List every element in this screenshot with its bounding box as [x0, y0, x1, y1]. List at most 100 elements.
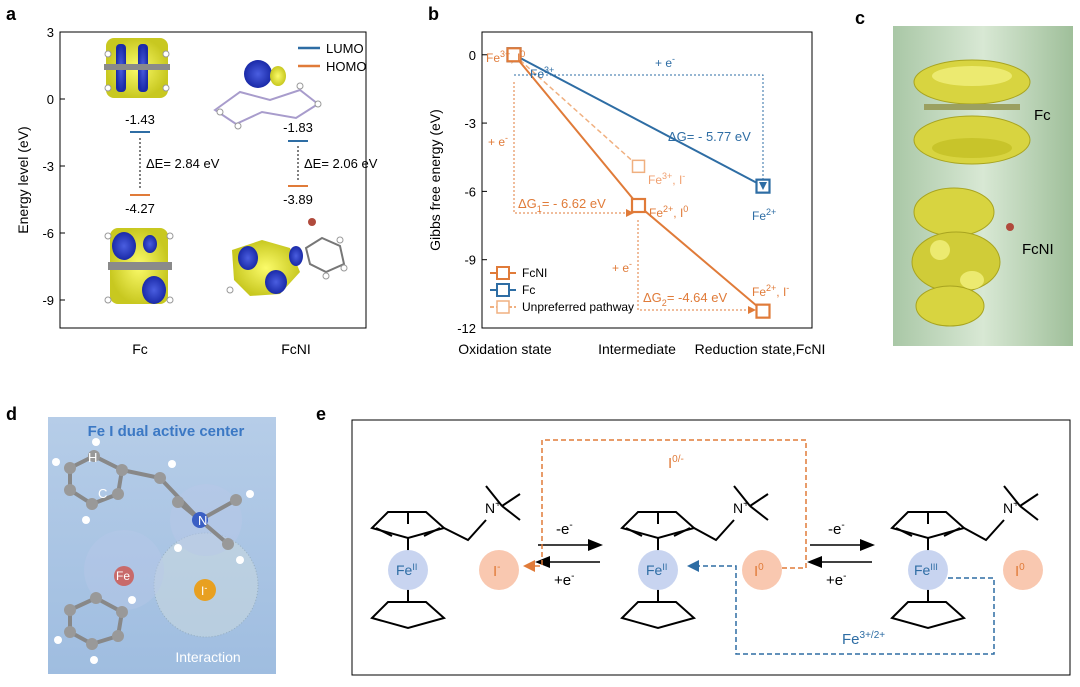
label-plus-e-mid: + e- — [612, 259, 632, 275]
fc-gap-label: ΔE= 2.84 eV — [146, 156, 220, 171]
legend-fc: Fc — [522, 283, 535, 297]
label-intermediate: Fe2+, I0 — [649, 204, 688, 220]
panel-label-d: d — [6, 404, 17, 424]
minus-e-2: -e- — [828, 520, 845, 538]
ferrocene-1 — [370, 485, 521, 630]
label-start-fc: Fe3+ — [530, 65, 554, 81]
legend-lumo-label: LUMO — [326, 41, 364, 56]
series-point-fcni — [630, 197, 647, 214]
series-point-fcni — [755, 303, 771, 319]
series-point-fcni — [506, 47, 522, 63]
series-point-unpreferred-pathway — [631, 159, 646, 174]
iodine-couple-label: I0/- — [668, 454, 684, 472]
atoms — [52, 438, 254, 664]
guide-fc-arrow — [514, 74, 767, 190]
legend-fcni: FcNI — [522, 266, 547, 280]
panel-b-ylabel: Gibbs free energy (eV) — [427, 109, 443, 251]
atom-label-h: H — [88, 450, 97, 465]
panel-label-b: b — [428, 4, 439, 24]
fe-center-1 — [388, 550, 428, 590]
fcni-density-surface — [911, 187, 1014, 327]
label-end: Fe2+, I- — [752, 283, 789, 299]
panel-d-background — [48, 417, 276, 674]
panel-a-yticks: 3 0 -3 -6 -9 — [42, 25, 65, 308]
panel-b-xtick: Reduction state,FcNI — [695, 341, 826, 357]
panel-a-ytick: -3 — [42, 159, 54, 174]
iron-couple-label: Fe3+/2+ — [842, 630, 885, 648]
i0-circle-3 — [1003, 550, 1043, 590]
label-fc-end: Fe2+ — [752, 207, 776, 223]
plus-e-1: +e- — [554, 571, 574, 589]
label-plus-e-top: + e- — [655, 54, 675, 70]
ferrocene-2 — [620, 485, 769, 630]
label-plus-e-left: + e- — [488, 133, 508, 149]
panel-b-xticks: Oxidation state Intermediate Reduction sta… — [458, 341, 825, 357]
iron-couple-path — [687, 560, 995, 655]
panel-b-yticks: 0-3-6-9-12 — [457, 48, 487, 336]
panel-a-ylabel: Energy level (eV) — [15, 126, 31, 233]
label-dg-fc: ΔG= - 5.77 eV — [668, 129, 751, 144]
fe-center-3 — [908, 550, 948, 590]
fe-label-1: FeII — [396, 562, 417, 578]
i0-circle-2 — [742, 550, 782, 590]
panel-label-a: a — [6, 4, 17, 24]
fc-lumo-orbital — [104, 38, 170, 98]
panel-c-fc-label: Fc — [1034, 107, 1051, 124]
fc-homo-value: -4.27 — [125, 201, 155, 216]
panel-a-frame — [59, 31, 367, 329]
fcni-homo-value: -3.89 — [283, 192, 313, 207]
i0-label-2: I0 — [754, 562, 764, 580]
legend-homo-label: HOMO — [326, 59, 366, 74]
i-minus-circle — [479, 550, 519, 590]
atom-label-i: I- — [201, 583, 207, 598]
fe-label-2: FeII — [646, 562, 667, 578]
iodine-couple-path — [523, 439, 807, 572]
label-unpref: Fe3+, I- — [648, 171, 685, 187]
fcni-homo-orbital — [226, 218, 348, 296]
panel-b-ytick: 0 — [469, 48, 476, 63]
panel-b-frame — [481, 31, 813, 329]
label-start-fcni: Fe3+, I0 — [486, 49, 525, 65]
panel-b-ytick: -3 — [464, 116, 476, 131]
guide-fcni-mid — [637, 220, 756, 314]
fc-density-surface — [913, 59, 1031, 165]
panel-a-ytick: -6 — [42, 226, 54, 241]
panel-b-ytick: -6 — [464, 184, 476, 199]
ferrocene-3 — [890, 485, 1039, 630]
guide-fcni-left — [513, 82, 634, 217]
n-label-3: N+ — [1003, 499, 1019, 516]
fc-homo-orbital — [104, 228, 174, 304]
series-line-unpreferred-pathway — [513, 54, 640, 167]
panel-c-fcni-label: FcNI — [1022, 241, 1054, 258]
panel-a-xtick-fc: Fc — [132, 341, 148, 357]
i0-label-3: I0 — [1015, 562, 1025, 580]
fc-lumo-value: -1.43 — [125, 112, 155, 127]
fcni-lumo-orbital — [213, 60, 322, 130]
panel-b-legend: FcNI Fc Unpreferred pathway — [490, 266, 634, 314]
atom-label-c: C — [98, 486, 107, 501]
label-dg2: ΔG2= -4.64 eV — [643, 290, 727, 308]
panel-b-ytick: -12 — [457, 321, 476, 336]
series-line-fc — [513, 53, 764, 188]
panel-label-c: c — [855, 8, 865, 28]
panel-a-ytick: -9 — [42, 293, 54, 308]
minus-e-1: -e- — [556, 520, 573, 538]
atom-label-n: N — [198, 513, 207, 528]
plus-e-2: +e- — [826, 571, 846, 589]
fcni-lumo-value: -1.83 — [283, 120, 313, 135]
panel-b-xtick: Intermediate — [598, 341, 676, 357]
fe-center-2 — [638, 550, 678, 590]
fcni-gap-label: ΔE= 2.06 eV — [304, 156, 378, 171]
panel-e-frame — [351, 419, 1071, 676]
panel-label-e: e — [316, 404, 326, 424]
legend-unpref: Unpreferred pathway — [522, 300, 634, 314]
panel-b-xtick: Oxidation state — [458, 341, 552, 357]
panel-a-ytick: 3 — [47, 25, 54, 40]
panel-a-ytick: 0 — [47, 92, 54, 107]
atom-label-fe: Fe — [116, 569, 130, 583]
i-minus-label: I- — [493, 562, 501, 580]
panel-a-xtick-fcni: FcNI — [281, 341, 311, 357]
interaction-label: Interaction — [175, 649, 240, 665]
label-dg1: ΔG1= - 6.62 eV — [518, 196, 606, 214]
